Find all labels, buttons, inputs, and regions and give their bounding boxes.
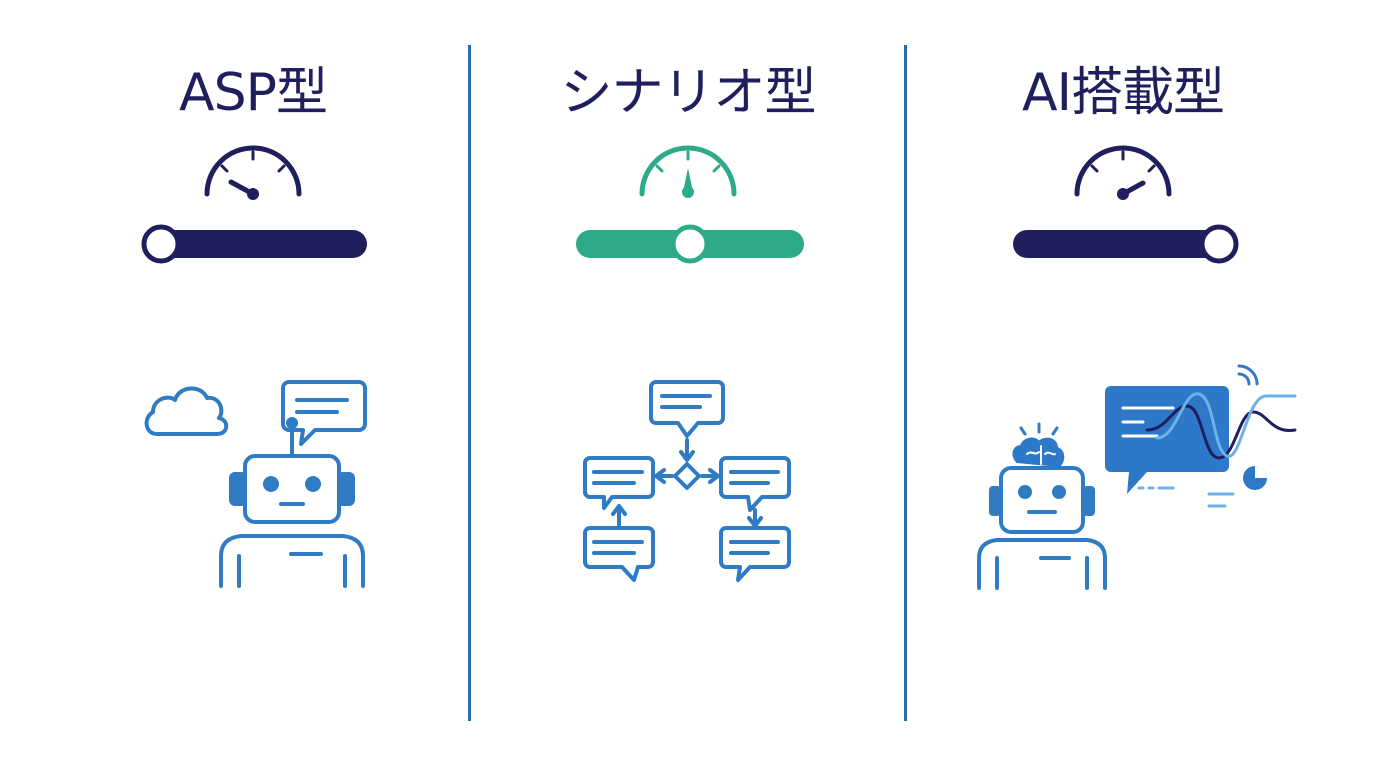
column-title: シナリオ型 — [560, 63, 816, 123]
slider-knob — [1199, 224, 1239, 264]
column-scenario: シナリオ型 — [478, 0, 898, 768]
level-slider[interactable] — [1009, 222, 1241, 266]
column-title: ASP型 — [179, 63, 328, 123]
slider-knob — [670, 224, 710, 264]
column-title: AI搭載型 — [1022, 63, 1225, 123]
column-asp: ASP型 — [43, 0, 463, 768]
slider-knob — [141, 224, 181, 264]
divider-right — [904, 45, 907, 721]
speed-gauge-icon — [201, 140, 305, 200]
scenario-flow-icon — [582, 380, 794, 586]
speed-gauge-icon — [636, 140, 740, 200]
cloud-robot-chat-icon — [141, 378, 371, 590]
level-slider[interactable] — [139, 222, 371, 266]
divider-left — [468, 45, 471, 721]
ai-brain-robot-icon — [977, 364, 1301, 592]
column-ai: AI搭載型 — [913, 0, 1333, 768]
speed-gauge-icon — [1071, 140, 1175, 200]
level-slider[interactable] — [574, 222, 806, 266]
